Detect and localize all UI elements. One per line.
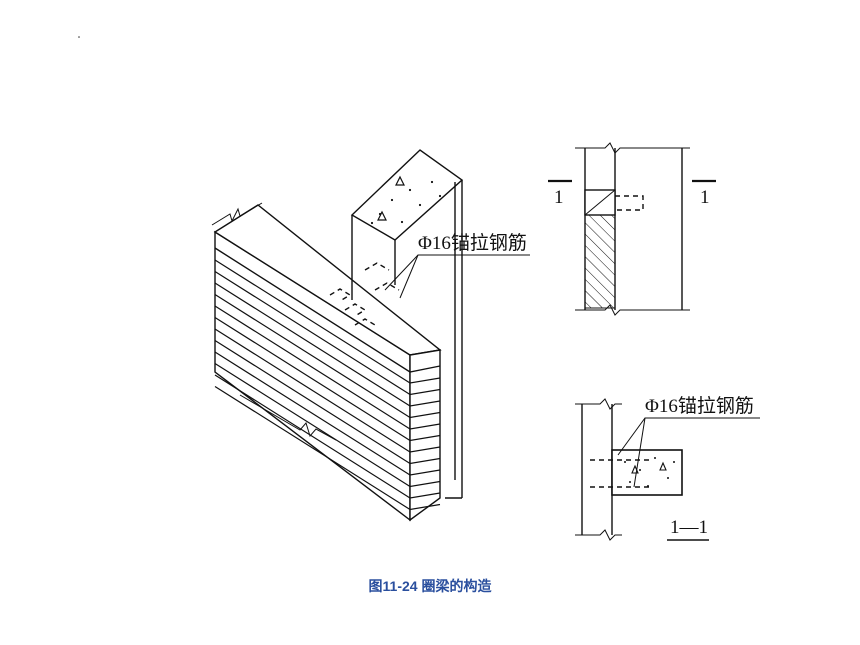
brick-course-line [214, 328, 441, 453]
brick-course-line [214, 270, 441, 396]
ring-beam-bottom-edge [214, 247, 441, 373]
section-title: 1—1 [670, 517, 708, 538]
figure-caption: 图11-24 圈梁的构造 [369, 578, 492, 594]
brick-wall [213, 204, 442, 522]
brick-course-line [214, 339, 441, 465]
brick-course-line [214, 351, 441, 476]
brick-course-line [214, 282, 441, 407]
section-mark-left: 1 [554, 187, 564, 208]
brick-course-line [214, 259, 441, 384]
brick-course-line [214, 316, 441, 442]
break-line-top [211, 202, 263, 226]
anchor-bar-label-section: Φ16锚拉钢筋 [645, 395, 754, 417]
isometric-view: Φ16锚拉钢筋 [211, 149, 530, 522]
leader-main-2 [399, 254, 419, 299]
speck [78, 36, 80, 38]
brick-course-line [214, 305, 441, 430]
brick-course-line [214, 362, 441, 488]
section-mark-right: 1 [700, 187, 710, 208]
concrete-texture-top [370, 175, 442, 225]
anchor-bars-dashed [329, 262, 400, 326]
break-line-bottom [239, 394, 337, 441]
brick-course-line [214, 374, 441, 499]
brick-course-line [214, 293, 441, 419]
leader-main [384, 254, 530, 291]
elevation-view: 1 1 [548, 142, 716, 316]
brick-courses [214, 259, 441, 511]
cross-wall [350, 149, 464, 499]
brick-course-line [214, 385, 441, 511]
section-1-1: Φ16锚拉钢筋 1—1 [575, 395, 760, 541]
anchor-bar-label-main: Φ16锚拉钢筋 [418, 232, 527, 254]
